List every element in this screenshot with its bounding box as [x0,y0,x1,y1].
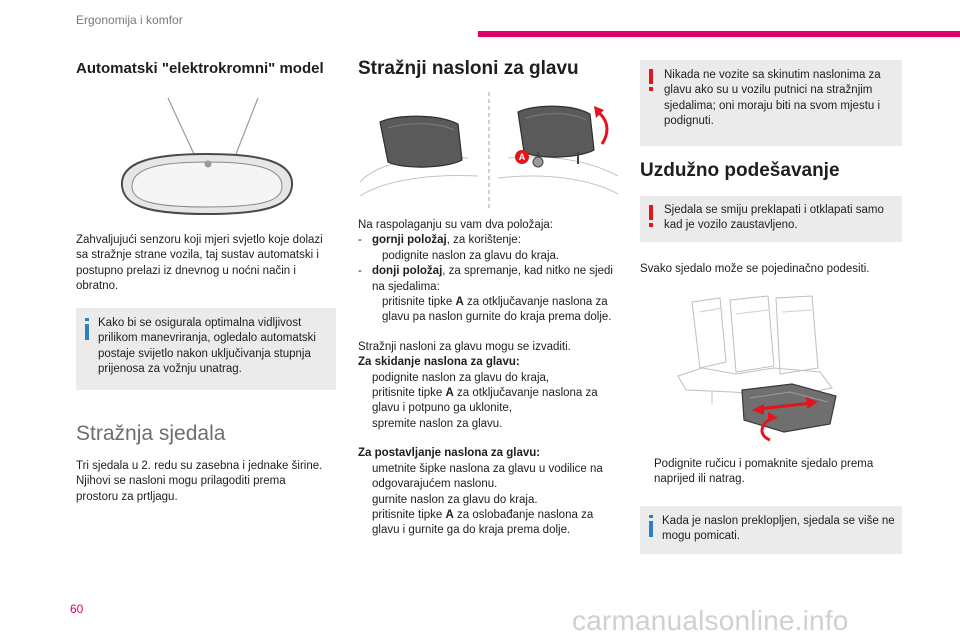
remove-step-1: podignite naslon za glavu do kraja, [358,371,620,386]
adjustment-heading: Uzdužno podešavanje [640,160,902,182]
remove-step-2-key: A [445,387,454,400]
rear-seats-title: Stražnja sjedala [76,422,226,445]
headrest-illustration [358,92,620,210]
upper-step-text: podignite naslon za glavu do kraja. [382,249,560,262]
install-step-3-text-a: pritisnite tipke [372,508,446,521]
lower-position-text: , za spremanje, kad nitko ne sjedi na sj… [372,265,613,293]
upper-position-label: gornji položaj [372,234,447,247]
remove-title: Za skidanje naslona za glavu: [358,356,520,369]
headrests-title: Stražnji nasloni za glavu [358,58,579,79]
install-step-2: gurnite naslon za glavu do kraja. [358,493,620,508]
adjustment-description: Svako sjedalo može se pojedinačno podesi… [640,263,870,275]
install-title: Za postavljanje naslona za glavu: [358,447,541,460]
lower-position-label: donji položaj [372,265,443,278]
remove-step-3-text: spremite naslon za glavu. [372,417,503,430]
install-step-3-text-b: za oslobađanje naslona za glavu i gurnit… [372,508,594,537]
info-box-mirror: Kako bi se osigurala optimalna vidljivos… [76,308,336,390]
remove-step-2-text-a: pritisnite tipke [372,387,446,400]
install-step-3: pritisnite tipke A za oslobađanje naslon… [358,508,620,539]
info-text: Kada je naslon preklopljen, sjedala se v… [662,515,895,543]
accent-bar [478,31,960,37]
label-a-marker: A [515,150,529,164]
warning-box-headrests: Nikada ne vozite sa skinutim naslonima z… [640,60,902,146]
info-icon [648,515,654,542]
positions-intro: Na raspolaganju su vam dva položaja: [358,219,553,231]
dash-marker: - [358,265,362,278]
remove-step-3: spremite naslon za glavu. [358,417,620,432]
info-box-folded: Kada je naslon preklopljen, sjedala se v… [640,506,902,554]
section-title: Ergonomija i komfor [76,13,183,27]
remove-step-1-text: podignite naslon za glavu do kraja, [372,371,550,384]
warning-text: Sjedala se smiju preklapati i otklapati … [664,204,884,232]
headrest-instructions: Na raspolaganju su vam dva položaja: - g… [358,218,620,539]
lower-step-key: A [455,296,464,309]
remove-step-2: pritisnite tipke A za otključavanje nasl… [358,386,620,417]
adjustment-title: Uzdužno podešavanje [640,160,840,181]
watermark: carmanualsonline.info [572,605,849,636]
adjustment-step: Podignite ručicu i pomaknite sjedalo pre… [640,457,902,488]
upper-position-text: , za korištenje: [446,234,521,247]
adjustment-step-text: Podignite ručicu i pomaknite sjedalo pre… [654,458,874,486]
upper-position-item: - gornji položaj, za korištenje: [358,233,620,248]
remove-step-2-text-b: za otključavanje naslona za glavu i potp… [372,387,598,415]
install-step-3-key: A [445,508,454,521]
rear-seats-description: Tri sjedala u 2. redu su zasebna i jedna… [76,460,323,503]
seat-adjustment-illustration [677,295,837,442]
info-icon [84,318,90,345]
upper-step: podignite naslon za glavu do kraja. [358,249,620,264]
lower-position-item: - donji položaj, za spremanje, kad nitko… [358,264,620,295]
lower-step-text-b: za otključavanje naslona za glavu pa nas… [382,296,612,324]
lower-step-text-a: pritisnite tipke [382,296,456,309]
install-step-1: umetnite šipke naslona za glavu u vodili… [358,462,620,493]
mirror-title: Automatski "elektrokromni" model [76,60,324,77]
rear-view-mirror-illustration [120,97,294,216]
warning-text: Nikada ne vozite sa skinutim naslonima z… [664,69,881,128]
dash-marker: - [358,234,362,247]
page-number: 60 [70,602,84,616]
remove-intro: Stražnji nasloni za glavu mogu se izvadi… [358,340,571,353]
warning-icon [648,205,654,232]
warning-icon [648,69,654,96]
mirror-description: Zahvaljujući senzoru koji mjeri svjetlo … [76,234,323,293]
mirror-heading: Automatski "elektrokromni" model [76,60,326,77]
warning-box-seats: Sjedala se smiju preklapati i otklapati … [640,196,902,242]
install-step-2-text: gurnite naslon za glavu do kraja. [372,493,538,506]
info-text: Kako bi se osigurala optimalna vidljivos… [98,317,316,376]
install-step-1-text: umetnite šipke naslona za glavu u vodili… [372,462,603,491]
rear-seats-heading: Stražnja sjedala [76,422,326,446]
lower-step: pritisnite tipke A za otključavanje nasl… [358,295,620,326]
headrests-heading: Stražnji nasloni za glavu [358,58,618,80]
